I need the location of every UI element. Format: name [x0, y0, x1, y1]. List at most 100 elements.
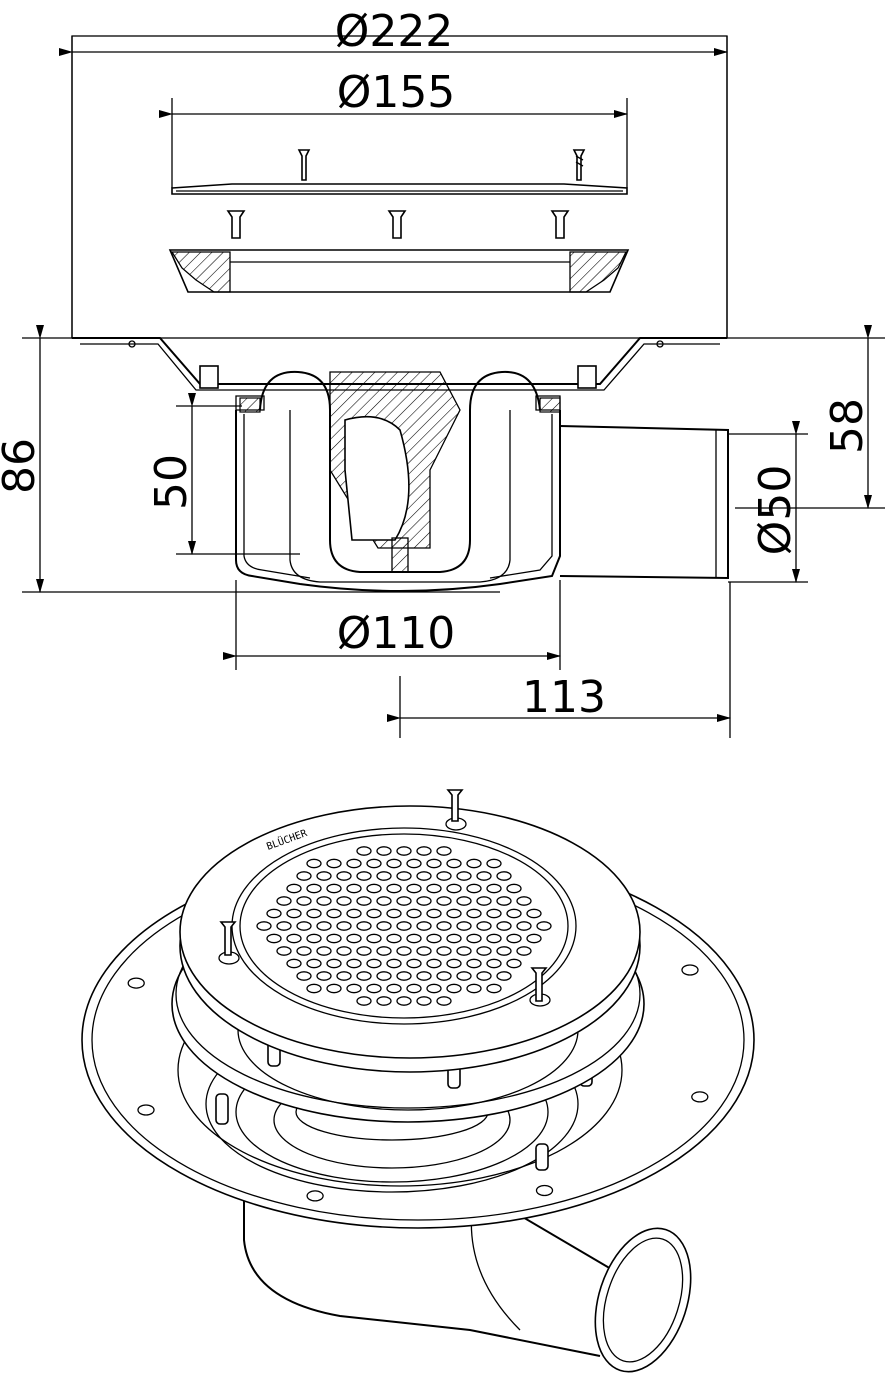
adapter-ring [168, 249, 630, 293]
grate-hole [386, 983, 402, 994]
bolt-icon [387, 210, 407, 239]
grate-hole [336, 946, 352, 956]
grate-hole [396, 996, 412, 1006]
grate-hole [356, 846, 372, 856]
trap-bell [199, 365, 597, 583]
grate-hole [296, 896, 312, 906]
grate-hole [396, 871, 412, 881]
iso-outlet-pipe [243, 1138, 692, 1373]
grate-hole [366, 908, 382, 919]
grate-hole [466, 958, 482, 969]
outlet-offset-label: 113 [522, 672, 606, 723]
grate-hole [486, 858, 502, 869]
grate-hole [366, 933, 382, 944]
grate-hole [326, 958, 342, 969]
grate-hole [306, 858, 322, 869]
grate-hole [356, 921, 372, 931]
grate-hole [456, 971, 472, 981]
grate-hole [436, 946, 452, 956]
mounting-hole [691, 1091, 709, 1103]
grate-hole [376, 846, 392, 856]
mounting-hole [306, 1190, 324, 1202]
grate-hole [266, 908, 282, 919]
grate-hole [346, 933, 362, 944]
dimension-outlet-height: 58 [720, 325, 885, 509]
grate-hole [496, 971, 512, 981]
grate-hole [436, 871, 452, 881]
outlet-pipe [559, 425, 729, 580]
screw-icon [297, 149, 311, 181]
grate-hole [346, 983, 362, 994]
grate-hole [436, 896, 452, 906]
grate-hole [426, 883, 442, 894]
grate-hole [276, 896, 292, 906]
dimension-outlet-offset: 113 [387, 582, 731, 738]
grate-hole [506, 883, 522, 894]
grate-hole [326, 983, 342, 994]
mounting-hole [127, 977, 145, 989]
grate-hole [416, 896, 432, 906]
grate-hole [346, 908, 362, 919]
grate-hole [486, 933, 502, 944]
grate-hole [346, 858, 362, 869]
grate-hole [406, 883, 422, 894]
grate-hole [526, 908, 542, 919]
grate-hole [356, 996, 372, 1006]
grate-hole [396, 846, 412, 856]
grate-hole [446, 983, 462, 994]
grate-hole [486, 908, 502, 919]
grate-hole [396, 896, 412, 906]
grate-hole [326, 933, 342, 944]
grate-hole [346, 958, 362, 969]
grate-hole [286, 883, 302, 894]
grate-hole [406, 908, 422, 919]
dimension-grate-diameter: Ø155 [159, 67, 628, 188]
grate-hole [436, 921, 452, 931]
dimension-outlet-diameter: Ø50 [728, 421, 808, 583]
grate-hole [506, 958, 522, 969]
grate-hole [506, 933, 522, 944]
grate-hole [476, 971, 492, 981]
grate-hole [516, 896, 532, 906]
grate-hole [376, 996, 392, 1006]
grate-hole [446, 933, 462, 944]
grate-hole [426, 933, 442, 944]
grate-hole [446, 858, 462, 869]
grate-hole [406, 983, 422, 994]
screw-icon [530, 967, 548, 1002]
grate-hole [296, 971, 312, 981]
grate-hole [376, 871, 392, 881]
grate-hole [336, 871, 352, 881]
grate-hole [466, 933, 482, 944]
grate-hole [296, 946, 312, 956]
grate-hole [416, 996, 432, 1006]
grate-hole [336, 896, 352, 906]
grate-hole [386, 908, 402, 919]
grate-hole [446, 908, 462, 919]
grate-hole [446, 958, 462, 969]
grate-hole [266, 933, 282, 944]
grate-hole [356, 946, 372, 956]
grate-hole [326, 883, 342, 894]
grate-hole [386, 933, 402, 944]
grate-hole [396, 971, 412, 981]
grate-hole [466, 883, 482, 894]
grate-hole [456, 946, 472, 956]
grate-hole [316, 946, 332, 956]
grate-hole [306, 883, 322, 894]
grate-hole [316, 871, 332, 881]
screw-icon [446, 789, 464, 822]
grate-hole [496, 871, 512, 881]
grate-hole [406, 933, 422, 944]
grate-hole [426, 908, 442, 919]
grate-hole [456, 871, 472, 881]
body-diameter-label: Ø110 [337, 608, 456, 659]
grate-hole [346, 883, 362, 894]
grate-hole [476, 896, 492, 906]
grate-hole [406, 858, 422, 869]
grate-hole [306, 933, 322, 944]
grate-hole [416, 921, 432, 931]
grate-hole [366, 983, 382, 994]
grate-hole [476, 921, 492, 931]
